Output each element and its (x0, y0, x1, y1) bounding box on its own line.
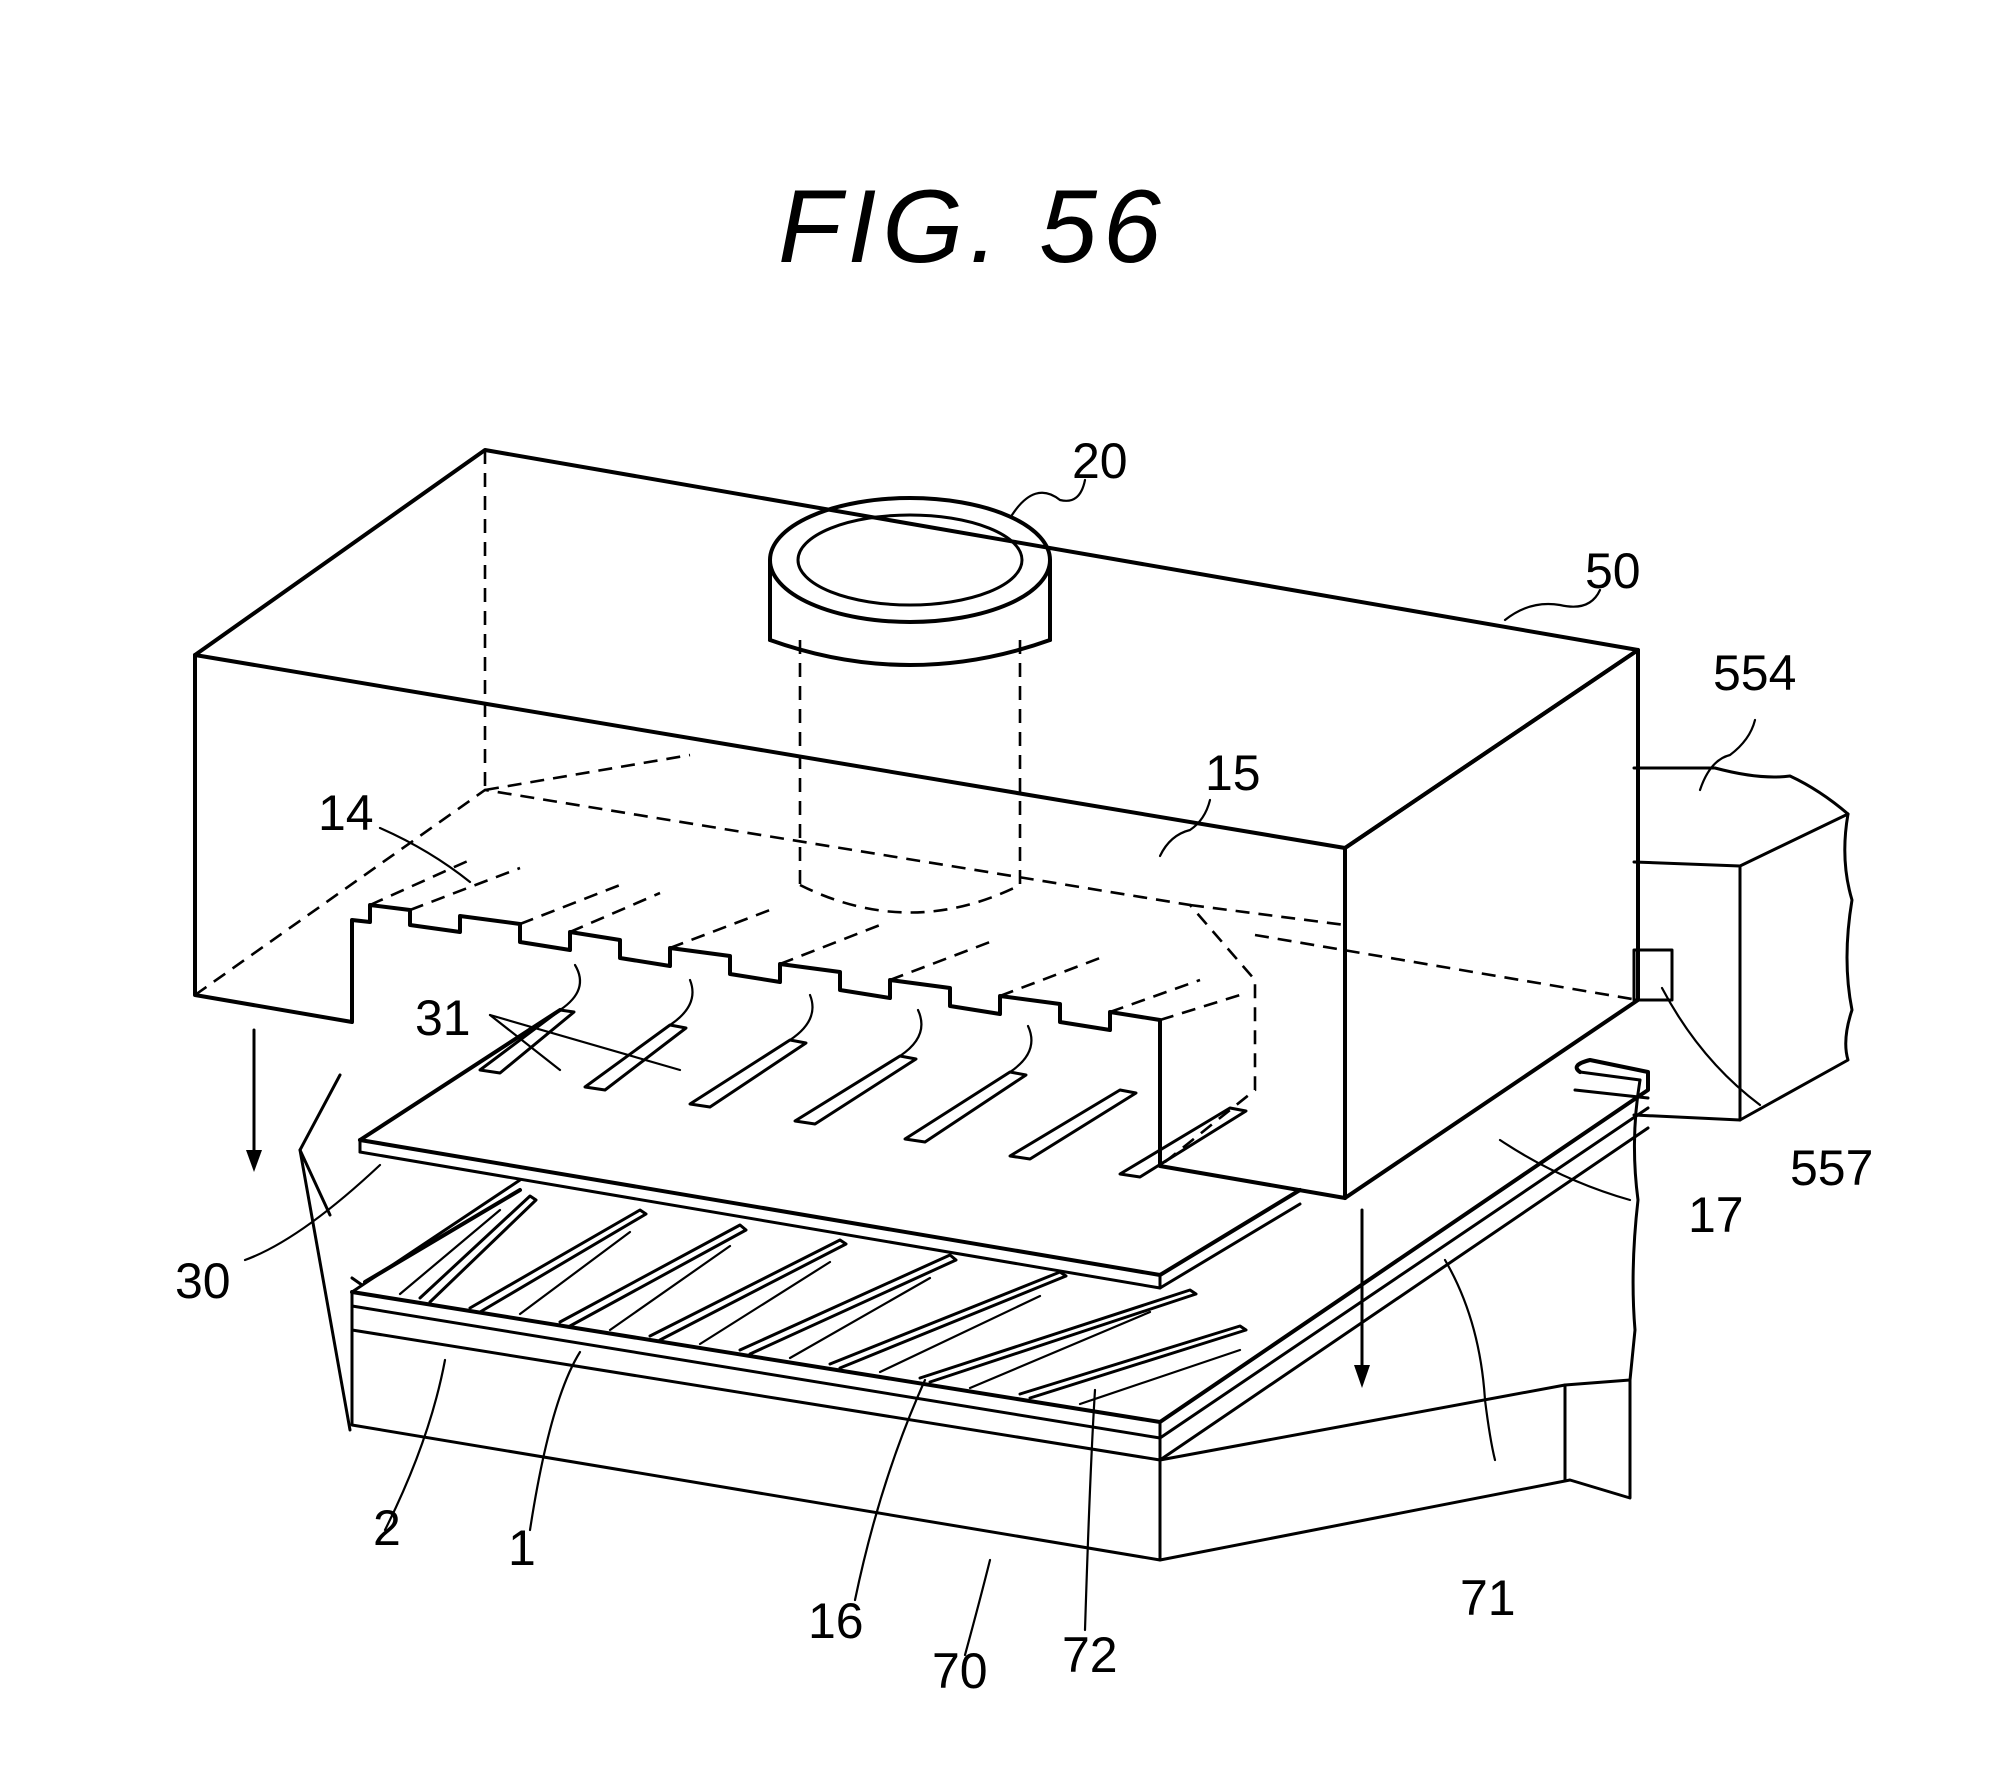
label-72: 72 (1062, 1627, 1118, 1683)
motion-arrows (246, 1030, 1370, 1388)
substrate-ribs (365, 1190, 1246, 1404)
label-70: 70 (932, 1643, 988, 1699)
connector-554 (1634, 768, 1852, 1120)
figure-title: FIG. 56 (778, 169, 1167, 285)
label-2: 2 (373, 1500, 401, 1556)
label-31: 31 (415, 990, 471, 1046)
base-plate-70 (300, 1060, 1648, 1560)
label-557: 557 (1790, 1140, 1873, 1196)
label-17: 17 (1688, 1187, 1744, 1243)
label-14: 14 (318, 785, 374, 841)
label-30: 30 (175, 1253, 231, 1309)
cylinder-20 (770, 498, 1050, 913)
label-16: 16 (808, 1593, 864, 1649)
label-15: 15 (1205, 745, 1261, 801)
label-20: 20 (1072, 433, 1128, 489)
label-71: 71 (1460, 1570, 1516, 1626)
housing-50 (195, 450, 1638, 1198)
label-1: 1 (508, 1520, 536, 1576)
label-50: 50 (1585, 543, 1641, 599)
label-554: 554 (1713, 645, 1796, 701)
